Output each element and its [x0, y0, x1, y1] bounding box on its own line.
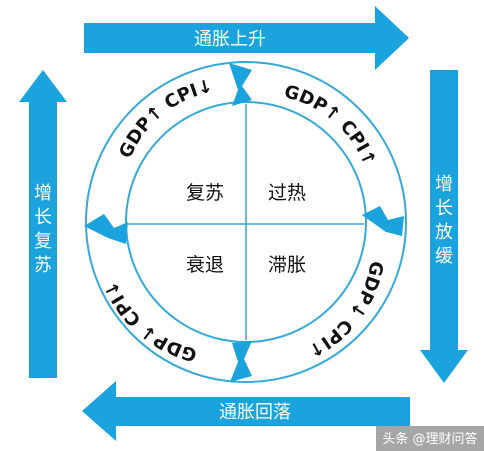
ring-zigzag-top [229, 63, 252, 106]
quadrant-recovery: 复苏 [186, 182, 224, 204]
left-arrow-char-4: 苏 [34, 255, 52, 276]
watermark: 头条 @理财问答 [376, 426, 484, 451]
right-arrow-char-4: 缓 [435, 246, 453, 267]
ring-zigzag-right [362, 206, 404, 236]
right-arrow-char-3: 放 [435, 222, 453, 243]
left-arrow [19, 70, 67, 378]
right-arrow-char-2: 长 [435, 198, 453, 219]
quadrant-overheat: 过热 [268, 182, 306, 204]
ring-zigzag-bottom [230, 341, 252, 382]
bottom-arrow-label: 通胀回落 [219, 402, 291, 423]
top-arrow-label: 通胀上升 [194, 29, 266, 50]
right-arrow [420, 70, 468, 383]
quadrant-recession: 衰退 [186, 254, 224, 276]
quadrant-stagflation: 滞胀 [268, 254, 306, 276]
right-arrow-char-1: 增 [435, 174, 453, 195]
bottom-arrow [82, 381, 410, 441]
left-arrow-char-1: 增 [34, 183, 52, 204]
left-arrow-char-2: 长 [34, 207, 52, 228]
ring-zigzag-left [84, 214, 128, 244]
top-arrow [84, 6, 409, 70]
watermark-text: 头条 @理财问答 [382, 431, 477, 447]
left-arrow-char-3: 复 [34, 231, 52, 252]
